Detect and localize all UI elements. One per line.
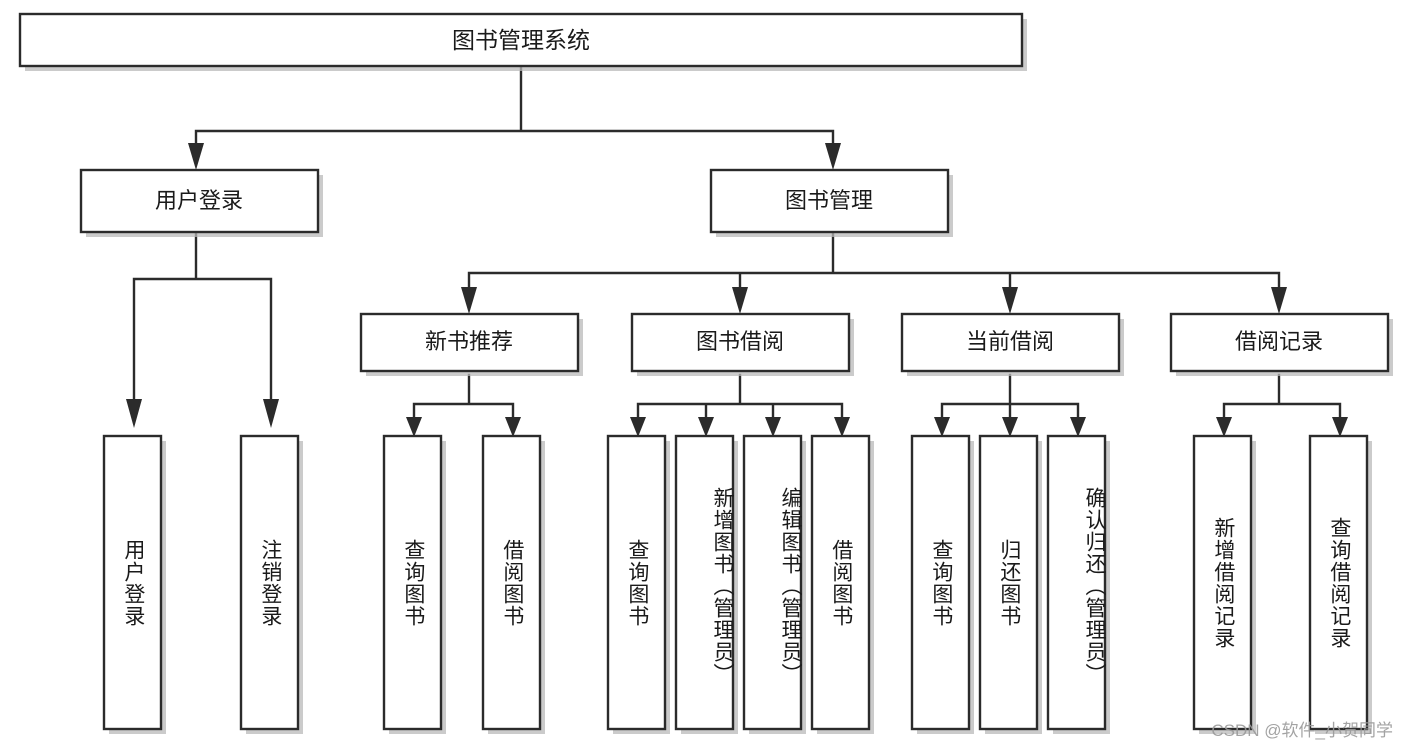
arrow-to-book-borrow <box>732 287 748 314</box>
arrow-bb-leaf-2 <box>698 417 714 437</box>
connector-layer <box>126 64 1348 437</box>
node-current-borrow-box[interactable] <box>900 312 1121 373</box>
node-root-box[interactable] <box>18 12 1024 68</box>
node-leaf-box-br-add[interactable] <box>1192 434 1253 731</box>
connector-root-to-bus <box>194 64 835 146</box>
arrow-to-leaf-logout <box>263 399 279 428</box>
node-leaf-box-nb-borrow[interactable] <box>481 434 542 731</box>
node-borrow-record-label: 借阅记录 <box>1235 329 1323 354</box>
node-borrow-record-box[interactable] <box>1169 312 1390 373</box>
arrow-br-leaf-1 <box>1216 417 1232 437</box>
node-new-book-label: 新书推荐 <box>425 329 513 354</box>
node-leaf-box-bb-borrow[interactable] <box>810 434 871 731</box>
arrow-bb-leaf-4 <box>834 417 850 437</box>
node-leaf-box-bb-add[interactable] <box>674 434 735 731</box>
node-user-login-label: 用户登录 <box>155 188 243 213</box>
arrow-nb-leaf-1 <box>406 417 422 437</box>
connector-user-login-bus <box>132 230 273 402</box>
node-layer: 图书管理系统 用户登录 图书管理 新书推荐 图书借阅 当前借阅 借阅记录 <box>18 12 1393 734</box>
arrow-to-new-book <box>461 287 477 314</box>
connector-book-borrow-bus <box>636 373 844 420</box>
node-leaf-box-br-query[interactable] <box>1308 434 1369 731</box>
arrow-cb-leaf-3 <box>1070 417 1086 437</box>
connector-borrow-record-bus <box>1222 373 1342 420</box>
node-leaf-box-bb-query[interactable] <box>606 434 667 731</box>
connector-book-manage-bus <box>467 230 1281 290</box>
node-root-label: 图书管理系统 <box>452 27 590 53</box>
node-book-manage-box[interactable] <box>709 168 950 234</box>
node-leaf-box-bb-edit[interactable] <box>742 434 803 731</box>
arrow-to-current-borrow <box>1002 287 1018 314</box>
arrow-to-leaf-user-login <box>126 399 142 428</box>
node-user-login-box[interactable] <box>79 168 320 234</box>
arrow-cb-leaf-2 <box>1002 417 1018 437</box>
watermark-text: CSDN @软件_小贺同学 <box>1211 721 1393 740</box>
arrow-bb-leaf-3 <box>765 417 781 437</box>
node-leaf-box-logout[interactable] <box>239 434 300 731</box>
node-current-borrow-label: 当前借阅 <box>966 329 1054 354</box>
node-book-manage-label: 图书管理 <box>785 188 873 213</box>
connector-new-book-bus <box>412 373 515 420</box>
node-book-borrow-label: 图书借阅 <box>696 329 784 354</box>
arrow-to-borrow-record <box>1271 287 1287 314</box>
arrow-br-leaf-2 <box>1332 417 1348 437</box>
node-new-book-box[interactable] <box>359 312 580 373</box>
connector-current-borrow-bus <box>940 373 1080 420</box>
arrow-to-book-manage <box>825 143 841 170</box>
node-leaf-box-user-login[interactable] <box>102 434 163 731</box>
arrow-bb-leaf-1 <box>630 417 646 437</box>
arrow-cb-leaf-1 <box>934 417 950 437</box>
node-book-borrow-box[interactable] <box>630 312 851 373</box>
arrow-nb-leaf-2 <box>505 417 521 437</box>
arrow-to-user-login <box>188 143 204 170</box>
node-leaf-box-cb-confirm[interactable] <box>1046 434 1107 731</box>
node-leaf-box-cb-return[interactable] <box>978 434 1039 731</box>
node-leaf-box-cb-query[interactable] <box>910 434 971 731</box>
node-leaf-box-nb-query[interactable] <box>382 434 443 731</box>
